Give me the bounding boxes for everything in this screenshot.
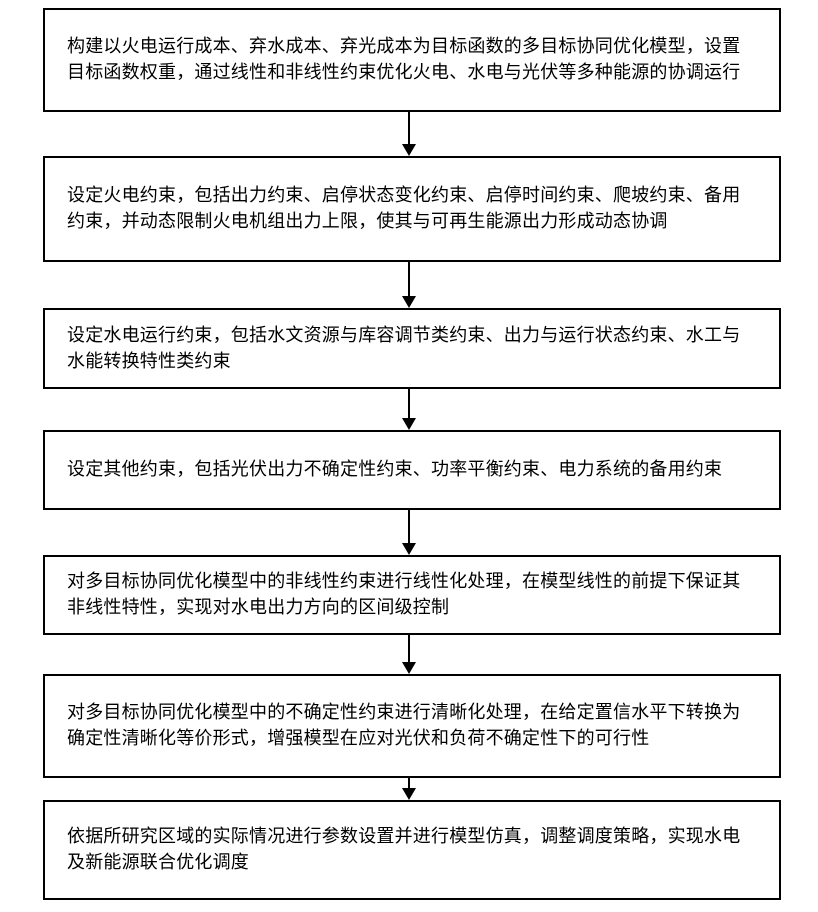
step-7-box: 依据所研究区域的实际情况进行参数设置并进行模型仿真，调整调度策略，实现水电及新能… — [43, 800, 781, 900]
step-4-text: 设定其他约束，包括光伏出力不确定性约束、功率平衡约束、电力系统的备用约束 — [67, 457, 757, 483]
step-4-box: 设定其他约束，包括光伏出力不确定性约束、功率平衡约束、电力系统的备用约束 — [43, 430, 781, 510]
step-2-text: 设定火电约束，包括出力约束、启停状态变化约束、启停时间约束、爬坡约束、备用约束，… — [67, 183, 757, 235]
arrow-5-to-6 — [402, 635, 416, 674]
arrow-3-to-4 — [402, 389, 416, 430]
step-6-box: 对多目标协同优化模型中的不确定性约束进行清晰化处理，在给定置信水平下转换为确定性… — [43, 674, 781, 778]
step-1-text: 构建以火电运行成本、弃水成本、弃光成本为目标函数的多目标协同优化模型，设置目标函… — [67, 34, 757, 86]
step-6-text: 对多目标协同优化模型中的不确定性约束进行清晰化处理，在给定置信水平下转换为确定性… — [67, 700, 757, 752]
arrow-1-to-2 — [402, 112, 416, 156]
arrow-2-to-3 — [402, 262, 416, 308]
arrow-4-to-5 — [402, 510, 416, 555]
arrow-6-to-7 — [402, 778, 416, 800]
step-5-box: 对多目标协同优化模型中的非线性约束进行线性化处理，在模型线性的前提下保证其非线性… — [43, 555, 781, 635]
step-1-box: 构建以火电运行成本、弃水成本、弃光成本为目标函数的多目标协同优化模型，设置目标函… — [43, 8, 781, 112]
step-2-box: 设定火电约束，包括出力约束、启停状态变化约束、启停时间约束、爬坡约束、备用约束，… — [43, 156, 781, 262]
step-3-box: 设定水电运行约束，包括水文资源与库容调节类约束、出力与运行状态约束、水工与水能转… — [43, 308, 781, 389]
step-5-text: 对多目标协同优化模型中的非线性约束进行线性化处理，在模型线性的前提下保证其非线性… — [67, 569, 757, 621]
step-3-text: 设定水电运行约束，包括水文资源与库容调节类约束、出力与运行状态约束、水工与水能转… — [67, 323, 757, 375]
step-7-text: 依据所研究区域的实际情况进行参数设置并进行模型仿真，调整调度策略，实现水电及新能… — [67, 824, 757, 876]
